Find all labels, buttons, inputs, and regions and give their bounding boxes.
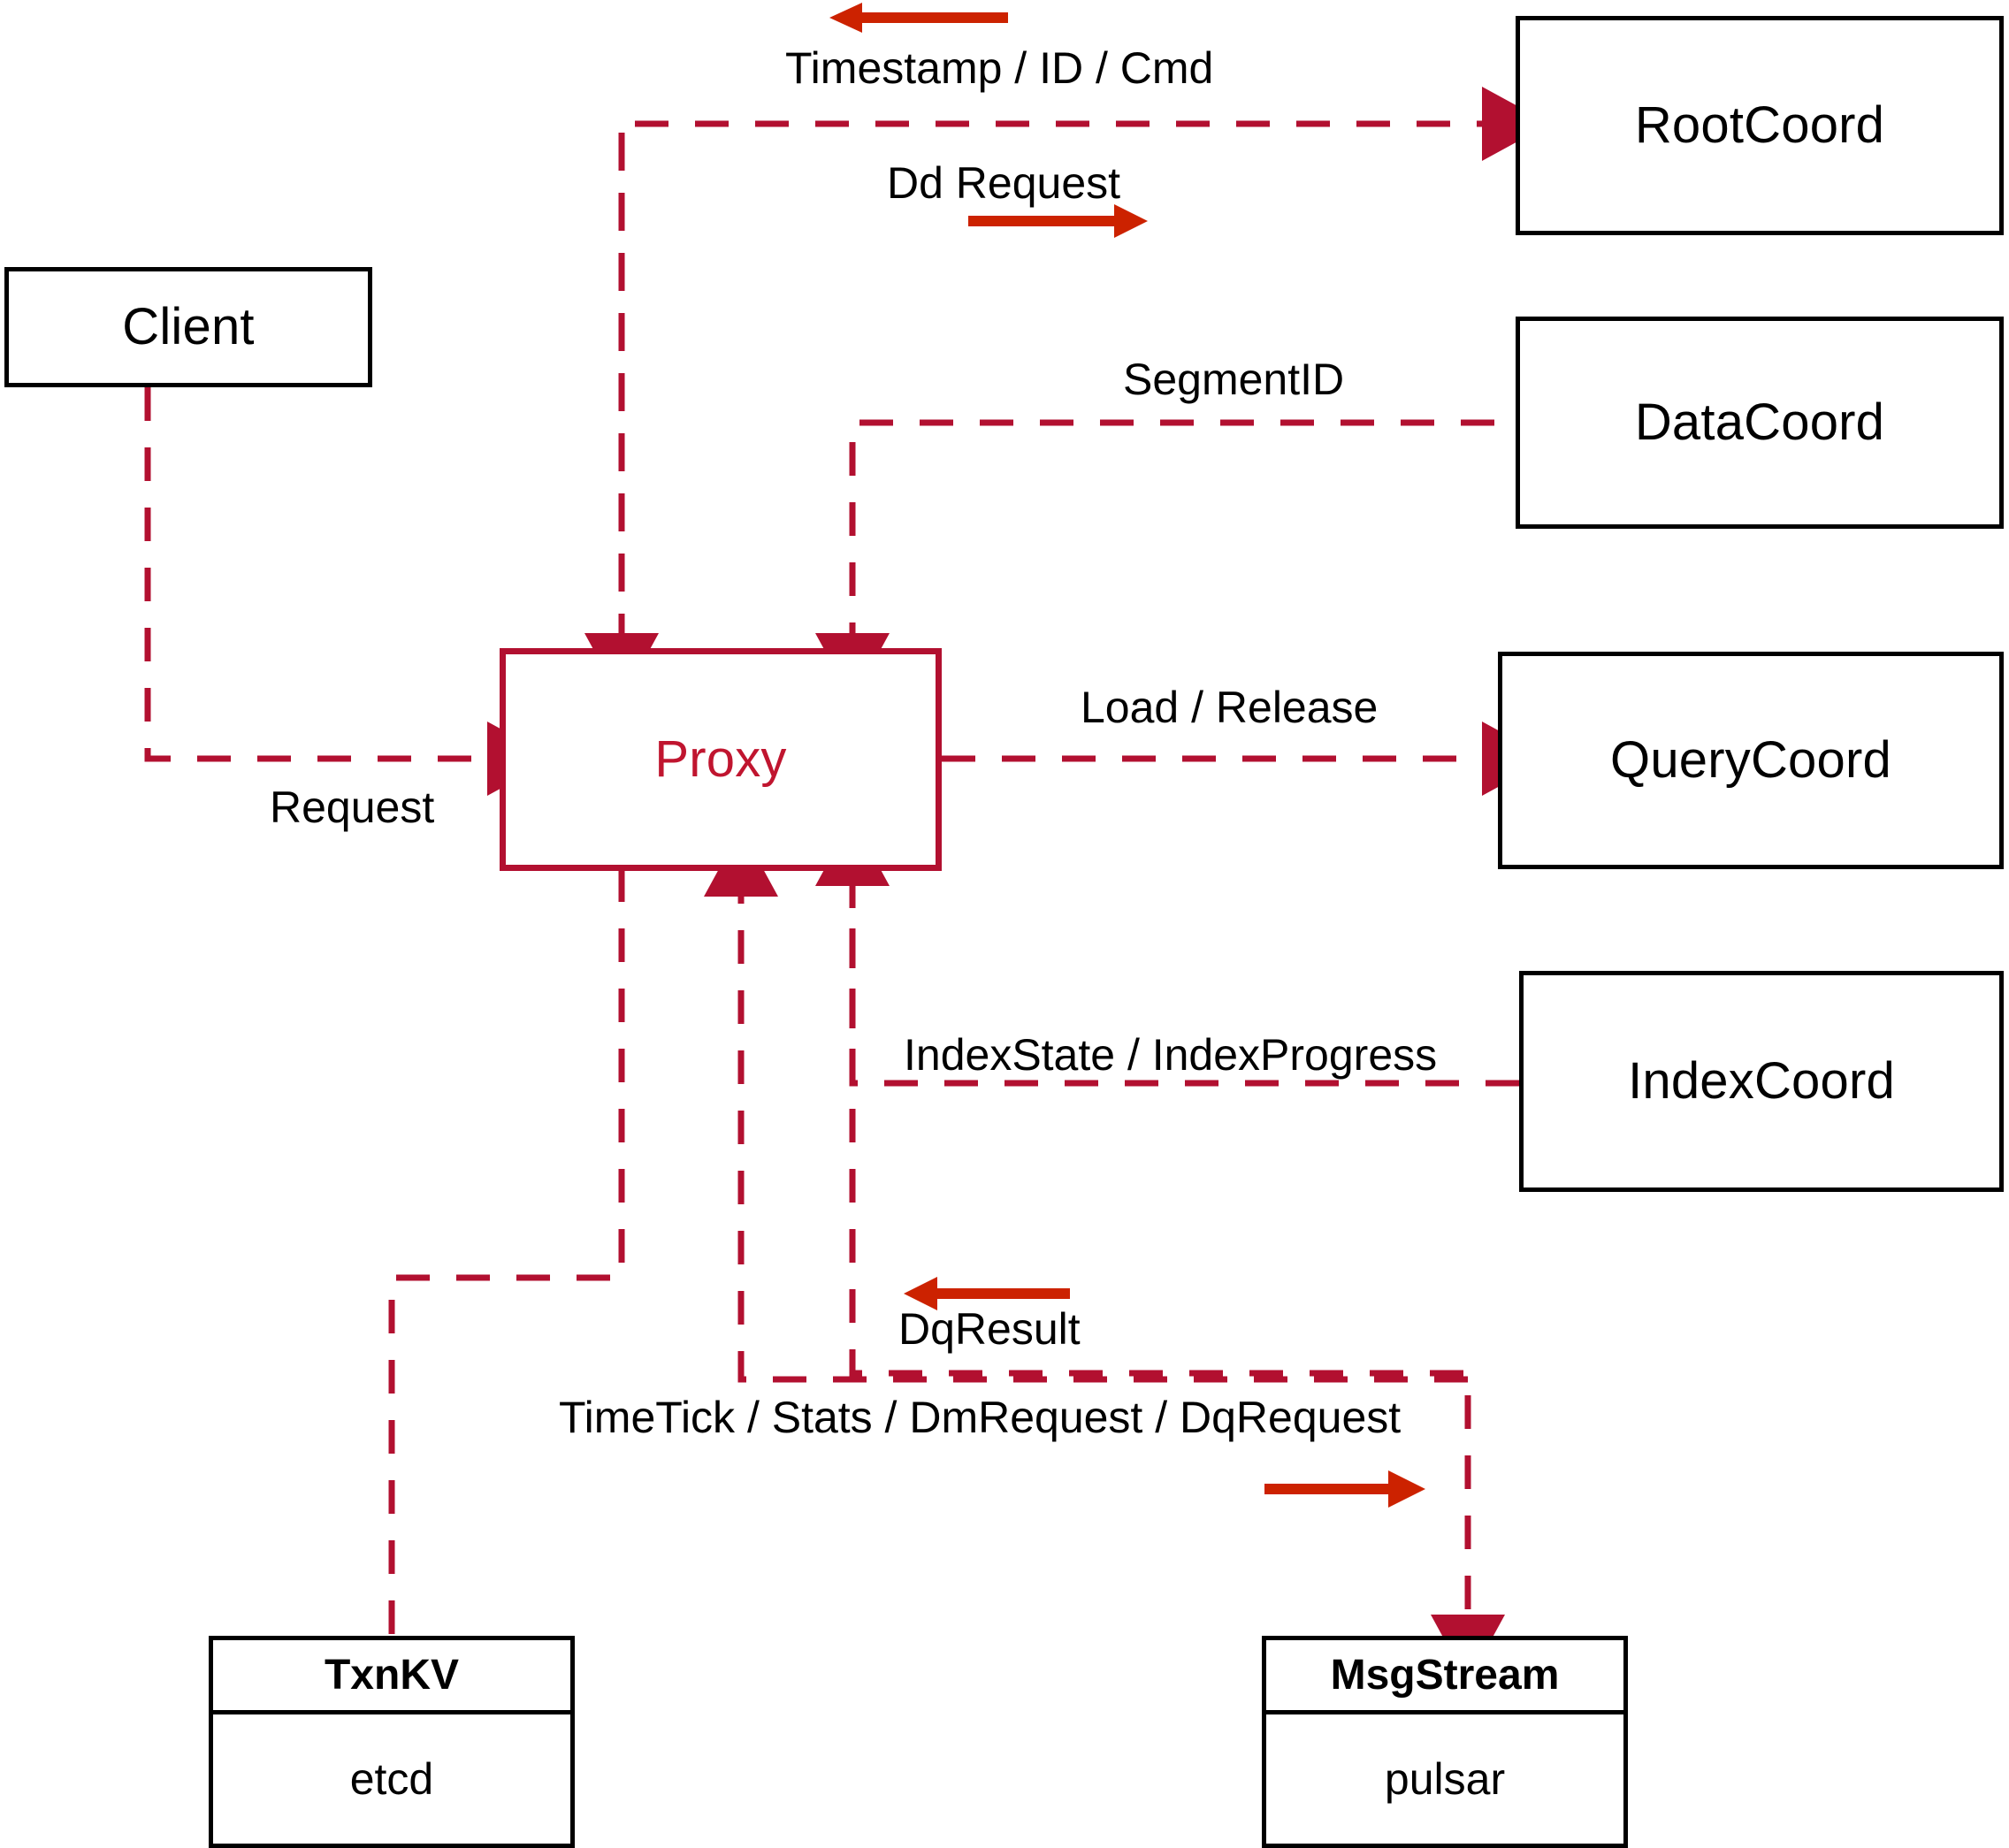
wire-txnkv xyxy=(388,868,625,1636)
edge-label-load-release: Load / Release xyxy=(1081,683,1379,732)
arrow-dd-request-right xyxy=(968,204,1148,238)
edge-label-dq-result: DqResult xyxy=(898,1304,1081,1354)
node-rootcoord-label: RootCoord xyxy=(1634,95,1885,154)
node-txnkv-body: etcd xyxy=(349,1754,434,1804)
node-querycoord-label: QueryCoord xyxy=(1610,730,1891,789)
edge-label-segment-id: SegmentID xyxy=(1123,355,1345,404)
node-indexcoord[interactable]: IndexCoord xyxy=(1519,971,2004,1192)
arrow-timestamp-left xyxy=(829,3,1008,33)
wire-request xyxy=(144,387,555,796)
node-rootcoord[interactable]: RootCoord xyxy=(1516,16,2004,235)
node-txnkv-header: TxnKV xyxy=(213,1640,570,1714)
edge-label-dd-request: Dd Request xyxy=(887,158,1121,208)
wire-segment-id xyxy=(815,419,1494,701)
node-proxy[interactable]: Proxy xyxy=(500,648,942,871)
node-datacoord-label: DataCoord xyxy=(1634,393,1885,451)
arrow-stream-request-right xyxy=(1264,1470,1425,1508)
wire-stream-request xyxy=(849,868,1505,1683)
edge-label-stream-request: TimeTick / Stats / DmRequest / DqRequest xyxy=(559,1393,1402,1442)
edge-label-index-state: IndexState / IndexProgress xyxy=(904,1030,1438,1080)
node-msgstream-header: MsgStream xyxy=(1266,1640,1623,1714)
node-msgstream[interactable]: MsgStream pulsar xyxy=(1262,1636,1628,1848)
node-querycoord[interactable]: QueryCoord xyxy=(1498,652,2004,869)
edge-label-request: Request xyxy=(270,783,435,832)
node-txnkv[interactable]: TxnKV etcd xyxy=(209,1636,575,1848)
node-client[interactable]: Client xyxy=(4,267,372,387)
wire-dq-result xyxy=(704,829,1468,1383)
edge-label-timestamp-id-cmd: Timestamp / ID / Cmd xyxy=(785,43,1214,93)
node-proxy-label: Proxy xyxy=(654,729,787,788)
node-datacoord[interactable]: DataCoord xyxy=(1516,317,2004,529)
node-indexcoord-label: IndexCoord xyxy=(1628,1051,1895,1110)
node-msgstream-body: pulsar xyxy=(1384,1754,1506,1804)
node-client-label: Client xyxy=(122,297,255,355)
